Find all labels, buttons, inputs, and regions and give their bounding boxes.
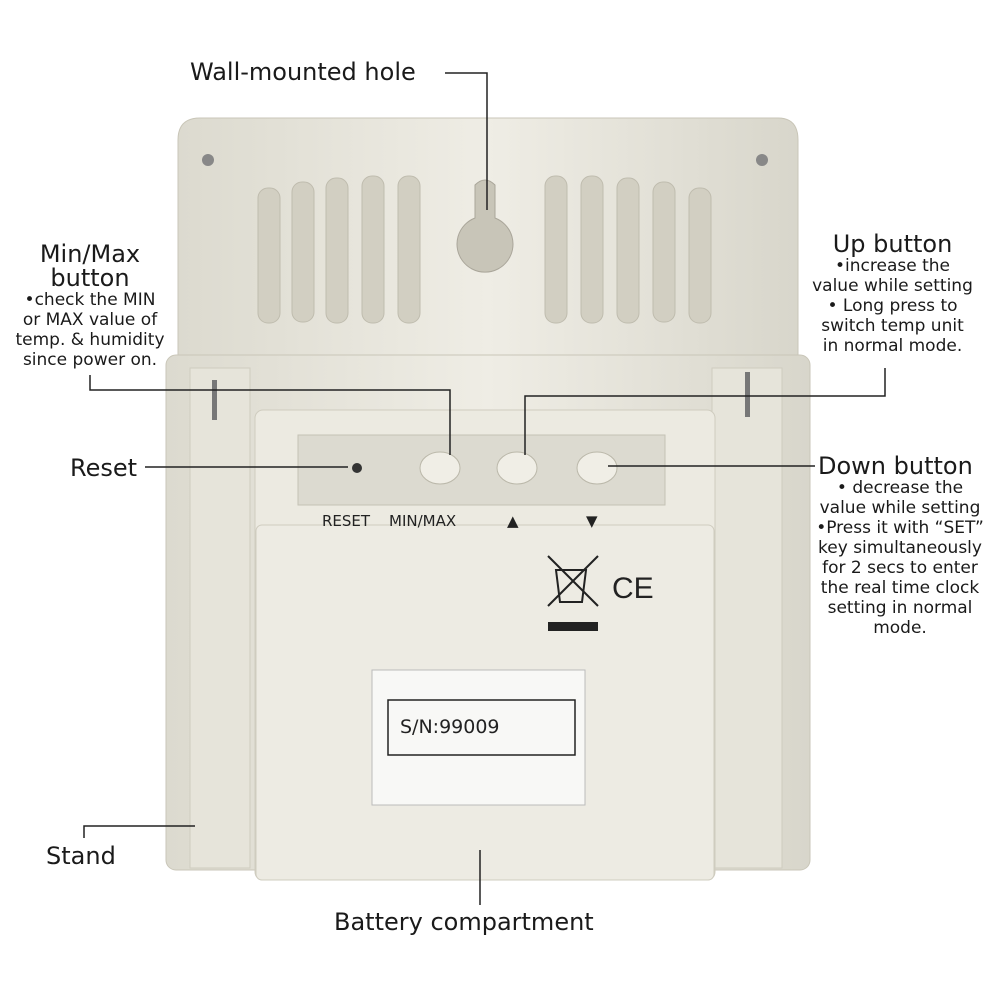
vent-slots: [257, 175, 712, 324]
up-title: Up button: [832, 230, 953, 258]
minmax-desc: •check the MIN: [24, 290, 156, 310]
down-desc: for 2 secs to enter: [822, 558, 978, 578]
down-desc: •Press it with “SET”: [816, 518, 984, 538]
up-desc: value while setting: [812, 276, 973, 296]
minmax-title: Min/Max: [39, 240, 141, 268]
screw-icon: [756, 154, 768, 166]
reset-hole: [352, 463, 362, 473]
minmax-title: button: [50, 264, 130, 292]
serial-number: S/N:99009: [400, 716, 500, 738]
down-desc: • decrease the: [836, 478, 964, 498]
up-button: [496, 451, 538, 485]
label-reset: Reset: [70, 454, 138, 482]
down-desc: value while setting: [819, 498, 981, 518]
down-button: [576, 451, 618, 485]
up-desc: in normal mode.: [822, 336, 963, 356]
serial-label: [371, 669, 586, 806]
down-title: Down button: [818, 452, 973, 480]
minmax-desc: or MAX value of: [22, 310, 158, 330]
screw-icon: [202, 154, 214, 166]
stand-left: [189, 367, 251, 869]
label-wall-mounted-hole: Wall-mounted hole: [190, 58, 416, 86]
down-desc: mode.: [873, 618, 927, 638]
label-down-button: Down button • decrease the value while s…: [800, 454, 1000, 638]
up-desc: • Long press to: [827, 296, 958, 316]
label-stand: Stand: [46, 842, 116, 870]
minmax-button: [419, 451, 461, 485]
minmax-desc: since power on.: [22, 350, 158, 370]
label-minmax: Min/Max button •check the MIN or MAX val…: [0, 242, 180, 370]
wall-mount-hole: [456, 179, 514, 273]
leader-lines: [83, 72, 886, 905]
label-battery-compartment: Battery compartment: [334, 908, 594, 936]
minmax-label: MIN/MAX: [389, 512, 457, 530]
weee-bin-icon: [547, 555, 599, 607]
down-desc: key simultaneously: [818, 538, 982, 558]
minmax-desc: temp. & humidity: [15, 330, 165, 350]
up-arrow-icon: ▲: [507, 512, 519, 530]
stand-right: [711, 367, 783, 869]
down-desc: setting in normal: [827, 598, 973, 618]
down-desc: the real time clock: [820, 578, 980, 598]
label-up-button: Up button •increase the value while sett…: [800, 232, 985, 356]
up-desc: switch temp unit: [821, 316, 964, 336]
ce-mark-icon: CE: [612, 572, 654, 605]
down-arrow-icon: ▼: [586, 512, 598, 530]
reset-label: RESET: [322, 512, 371, 530]
up-desc: •increase the: [835, 256, 950, 276]
